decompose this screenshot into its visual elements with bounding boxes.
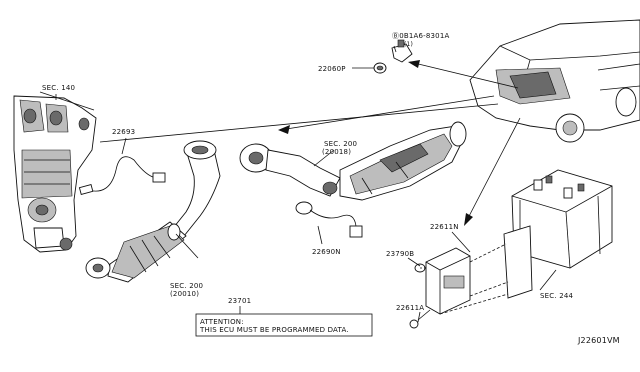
label-23701: 23701 [228, 297, 251, 305]
exhaust-manifold [13, 95, 97, 253]
label-22693: 22693 [112, 128, 135, 136]
leader-lines [39, 91, 557, 323]
attention-box [195, 313, 373, 337]
front-exhaust-tube [85, 140, 221, 283]
attention-text: THIS ECU MUST BE PROGRAMMED DATA. [199, 326, 349, 334]
attention-title: ATTENTION: [200, 318, 244, 326]
oxygen-sensor-22693 [78, 137, 166, 195]
label-23790b: 23790B [386, 250, 414, 258]
label-sec-200-upper: SEC. 200 [324, 140, 357, 148]
label-sec-200-lower-sub: (20010) [170, 290, 199, 298]
diagram-id: J22601VM [577, 336, 620, 345]
label-sec-244: SEC. 244 [540, 292, 574, 300]
label-22690n: 22690N [312, 248, 341, 256]
label-22611n: 22611N [430, 223, 459, 231]
label-sec-200-lower: SEC. 200 [170, 282, 203, 290]
label-22611a: 22611A [396, 304, 424, 312]
vehicle-illustration [469, 19, 640, 143]
bolt-bracket [352, 39, 413, 74]
label-bolt-qty: (1) [404, 41, 413, 48]
label-sec-200-upper-sub: (20018) [322, 148, 351, 156]
label-sec-140: SEC. 140 [42, 84, 75, 92]
oxygen-sensor-22690n [295, 201, 363, 245]
ecu-module [409, 225, 533, 329]
reference-arrows [99, 60, 521, 226]
label-bolt: Ⓑ0B1A6-8301A [392, 32, 449, 40]
front-exhaust-tube-catalyst [239, 121, 467, 201]
label-22060p: 22060P [318, 65, 346, 73]
